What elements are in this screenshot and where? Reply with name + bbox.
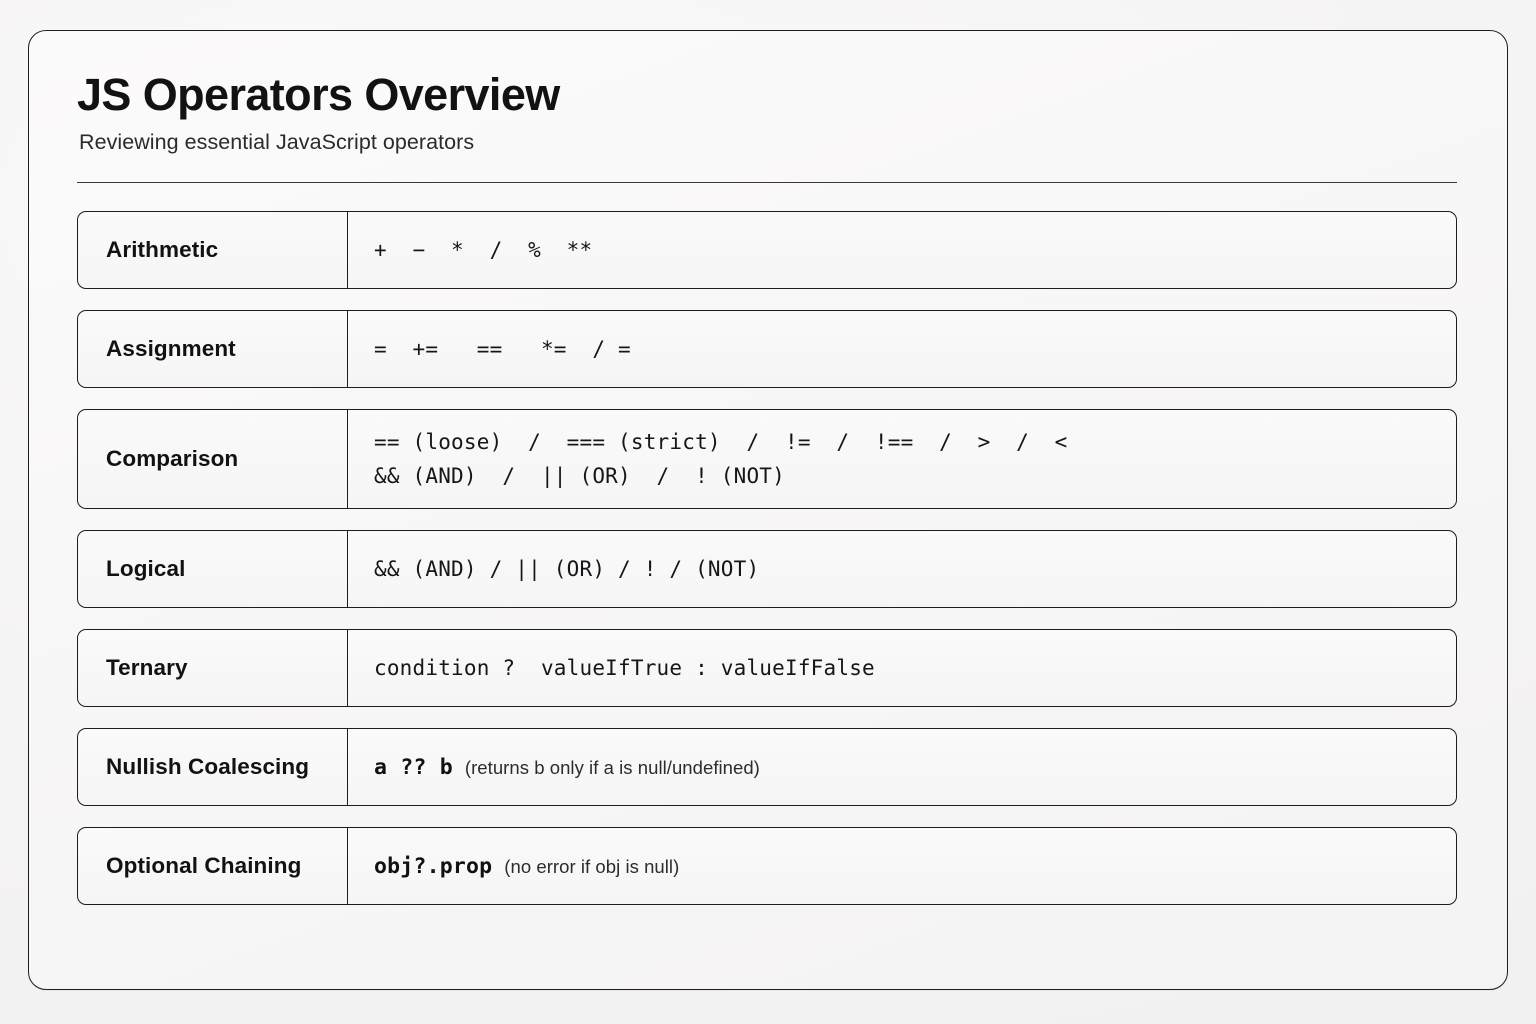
- table-row: Ternary condition ? valueIfTrue : valueIf…: [77, 629, 1457, 708]
- operator-value-cell: a ?? b (returns b only if a is null/undef…: [348, 729, 1456, 805]
- card-content: JS Operators Overview Reviewing essentia…: [77, 71, 1457, 965]
- operator-value-line: condition ? valueIfTrue : valueIfFalse: [374, 656, 875, 681]
- operators-table: Arithmetic + − * / % ** Assignment = += == …: [77, 211, 1457, 906]
- operator-category-label: Logical: [78, 531, 348, 608]
- table-row: Comparison == (loose) / === (strict) / !=…: [77, 409, 1457, 510]
- operator-note: (no error if obj is null): [504, 855, 680, 877]
- operator-value-cell: == (loose) / === (strict) / != / !== / >…: [348, 410, 1456, 508]
- operator-category-label: Arithmetic: [78, 212, 348, 289]
- operator-value-line: && (AND) / || (OR) / ! / (NOT): [374, 557, 760, 582]
- header-divider: [77, 182, 1457, 184]
- operator-code: obj?.prop: [374, 853, 493, 879]
- operator-value-line: && (AND) / || (OR) / ! (NOT): [374, 463, 785, 488]
- table-row: Logical && (AND) / || (OR) / ! / (NOT): [77, 530, 1457, 609]
- table-row: Optional Chaining obj?.prop (no error if o…: [77, 827, 1457, 906]
- operator-value-inline: obj?.prop (no error if obj is null): [374, 854, 1436, 879]
- operator-value-cell: obj?.prop (no error if obj is null): [348, 828, 1456, 904]
- operator-value-inline: a ?? b (returns b only if a is null/undef…: [374, 755, 1436, 780]
- page-title: JS Operators Overview: [77, 69, 560, 120]
- operator-value-line: == (loose) / === (strict) / != / !== / >…: [374, 430, 1068, 455]
- operator-code: a ?? b: [374, 754, 453, 780]
- operator-value-cell: = += == *= / =: [348, 311, 1456, 387]
- operator-category-label: Assignment: [78, 311, 348, 388]
- operator-note: (returns b only if a is null/undefined): [464, 756, 760, 778]
- operator-value-cell: condition ? valueIfTrue : valueIfFalse: [348, 630, 1456, 706]
- table-row: Arithmetic + − * / % **: [77, 211, 1457, 290]
- overview-card: JS Operators Overview Reviewing essentia…: [28, 30, 1508, 990]
- operator-value-line: + − * / % **: [374, 238, 593, 263]
- operator-category-label: Optional Chaining: [78, 828, 348, 905]
- operator-category-label: Nullish Coalescing: [78, 729, 348, 806]
- operator-category-label: Comparison: [78, 410, 348, 509]
- operator-category-label: Ternary: [78, 630, 348, 707]
- operator-value-cell: + − * / % **: [348, 212, 1456, 288]
- table-row: Assignment = += == *= / =: [77, 310, 1457, 389]
- operator-value-cell: && (AND) / || (OR) / ! / (NOT): [348, 531, 1456, 607]
- operator-value-line: = += == *= / =: [374, 337, 631, 362]
- table-row: Nullish Coalescing a ?? b (returns b only …: [77, 728, 1457, 807]
- page-subtitle: Reviewing essential JavaScript operators: [79, 129, 475, 154]
